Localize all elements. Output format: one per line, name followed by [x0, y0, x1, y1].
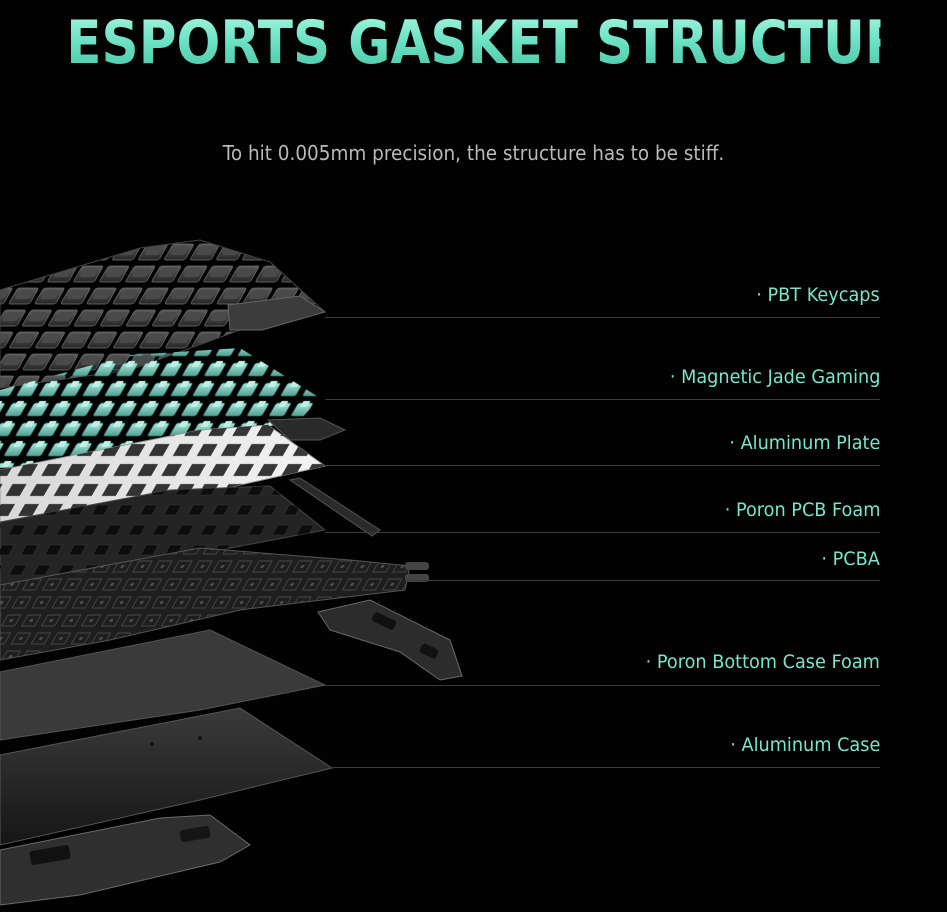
label-aluminum-case: · Aluminum Case: [729, 734, 880, 756]
label-poron-pcb-foam: · Poron PCB Foam: [724, 499, 880, 521]
bottom-foam-layer: [0, 629, 327, 741]
page-title: ESPORTS GASKET STRUCTURE: [66, 4, 940, 82]
label-poron-bottom-case-foam: · Poron Bottom Case Foam: [645, 651, 880, 673]
rule-aluminum-plate: [325, 465, 880, 466]
rule-poron-pcb-foam: [325, 532, 880, 533]
label-magnetic-jade-gaming: · Magnetic Jade Gaming: [669, 366, 880, 388]
pcba-layer: [0, 547, 429, 661]
bottom-bracket: [0, 814, 251, 906]
label-aluminum-plate: · Aluminum Plate: [729, 432, 880, 454]
keycaps-layer: [0, 239, 327, 389]
rule-pbt-keycaps: [325, 317, 880, 318]
rule-poron-bottom-case-foam: [325, 685, 880, 686]
rule-pcba: [410, 580, 880, 581]
case-layer: [0, 707, 334, 846]
gasket-bracket: [317, 599, 463, 681]
switches-layer: [0, 348, 347, 468]
label-pcba: · PCBA: [821, 548, 880, 570]
rule-aluminum-case: [330, 767, 880, 768]
rule-magnetic-jade-gaming: [325, 399, 880, 400]
exploded-keyboard-illustration: [0, 239, 463, 906]
label-pbt-keycaps: · PBT Keycaps: [756, 284, 880, 306]
page-subtitle: To hit 0.005mm precision, the structure …: [222, 141, 725, 165]
